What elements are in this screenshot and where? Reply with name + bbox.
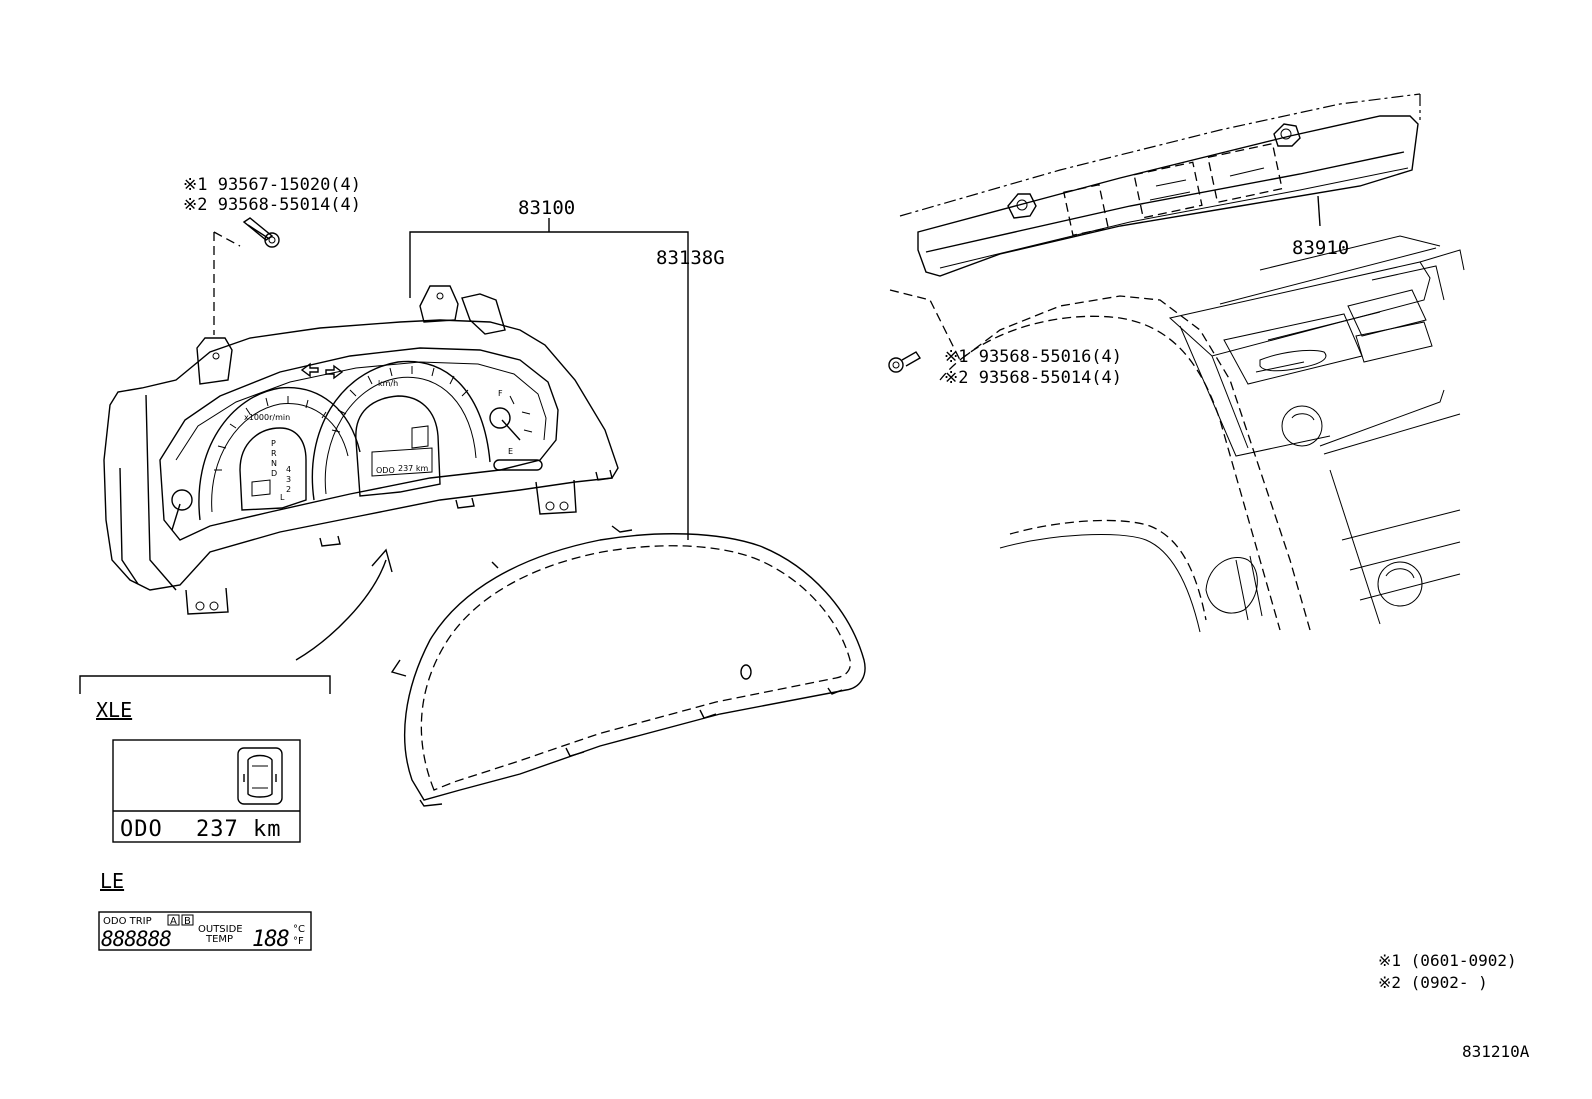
gear-4: 4	[286, 465, 291, 474]
xle-label: XLE	[96, 698, 132, 722]
screw-left-leader	[213, 231, 241, 335]
gear-l: L	[280, 493, 285, 502]
gear-p: P	[271, 439, 276, 448]
le-unit-c: °C	[293, 924, 305, 935]
le-display: ODO TRIP A B 888888 OUTSIDE TEMP 188 °C …	[98, 911, 312, 952]
tach-ticks	[214, 396, 327, 471]
xle-odo-value: 237 km	[196, 817, 281, 842]
multi-display-unit[interactable]	[917, 115, 1419, 277]
screw-left-note2: ※2 93568-55014(4)	[183, 195, 361, 215]
le-trip-a: A	[170, 916, 177, 927]
legend-note1: ※1 (0601-0902)	[1378, 951, 1517, 970]
gear-d: D	[271, 469, 277, 478]
display-part-number: 83910	[1292, 237, 1349, 259]
tach-label: x1000r/min	[244, 413, 290, 422]
fuel-e-label: E	[508, 447, 513, 456]
le-unit-f: °F	[293, 936, 304, 947]
gear-n: N	[271, 459, 277, 468]
le-label: LE	[100, 869, 124, 893]
turn-left-icon	[300, 362, 319, 378]
combination-meter[interactable]: x1000r/min km/h P R N D 4 3 2 L ODO 237 …	[103, 285, 619, 615]
door-status-icon	[237, 747, 283, 805]
speed-ticks	[331, 366, 469, 433]
le-temp-segments: 188	[252, 927, 289, 952]
dashboard-outline	[889, 93, 1465, 633]
screw-right-note1: ※1 93568-55016(4)	[944, 347, 1122, 367]
legend-note2: ※2 (0902- )	[1378, 973, 1488, 992]
fuel-f-label: F	[498, 389, 503, 398]
le-trip-b: B	[184, 916, 191, 927]
gear-3: 3	[286, 475, 291, 484]
gear-r: R	[271, 449, 277, 458]
gear-2: 2	[286, 485, 291, 494]
glass-part-number: 83138G	[656, 247, 725, 269]
speed-label: km/h	[378, 379, 398, 388]
screw-left[interactable]	[242, 217, 280, 248]
assembly-arrow	[295, 559, 387, 661]
diagram-code: 831210A	[1462, 1042, 1530, 1061]
le-temp-label: TEMP	[205, 934, 233, 945]
turn-right-icon	[325, 364, 344, 380]
screw-right[interactable]	[888, 351, 921, 373]
le-odo-segments: 888888	[101, 927, 171, 951]
display-leader	[1317, 195, 1321, 227]
meter-glass[interactable]	[390, 525, 866, 807]
le-header: ODO TRIP	[103, 916, 152, 927]
le-outside-label: OUTSIDE	[198, 924, 243, 935]
cluster-part-number: 83100	[518, 197, 575, 219]
screw-left-note1: ※1 93567-15020(4)	[183, 175, 361, 195]
xle-odo-label: ODO	[120, 817, 163, 842]
cluster-odo-value: 237 km	[398, 464, 428, 473]
variant-bracket	[79, 675, 331, 694]
xle-display: ODO 237 km	[112, 739, 301, 843]
screw-right-note2: ※2 93568-55014(4)	[944, 368, 1122, 388]
cluster-odo-label: ODO	[376, 466, 395, 475]
